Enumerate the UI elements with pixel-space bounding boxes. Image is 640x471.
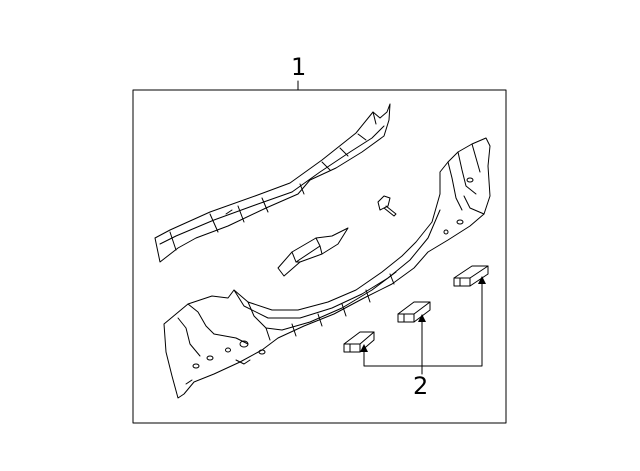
arrowhead-middle bbox=[418, 314, 426, 322]
callout-label-2: 2 bbox=[413, 372, 429, 400]
callout-2-leaders bbox=[363, 281, 483, 375]
clip-right bbox=[453, 265, 489, 287]
arrowhead-right bbox=[478, 276, 486, 284]
center-bracket bbox=[277, 227, 349, 277]
upper-rail-panel bbox=[154, 103, 391, 263]
callout-label-1: 1 bbox=[291, 53, 307, 81]
rear-body-panel bbox=[163, 137, 491, 399]
assembly-frame bbox=[132, 89, 507, 424]
clip-middle bbox=[397, 301, 431, 323]
push-clip bbox=[377, 195, 397, 217]
arrowhead-left bbox=[360, 344, 368, 352]
clip-left bbox=[343, 331, 375, 353]
